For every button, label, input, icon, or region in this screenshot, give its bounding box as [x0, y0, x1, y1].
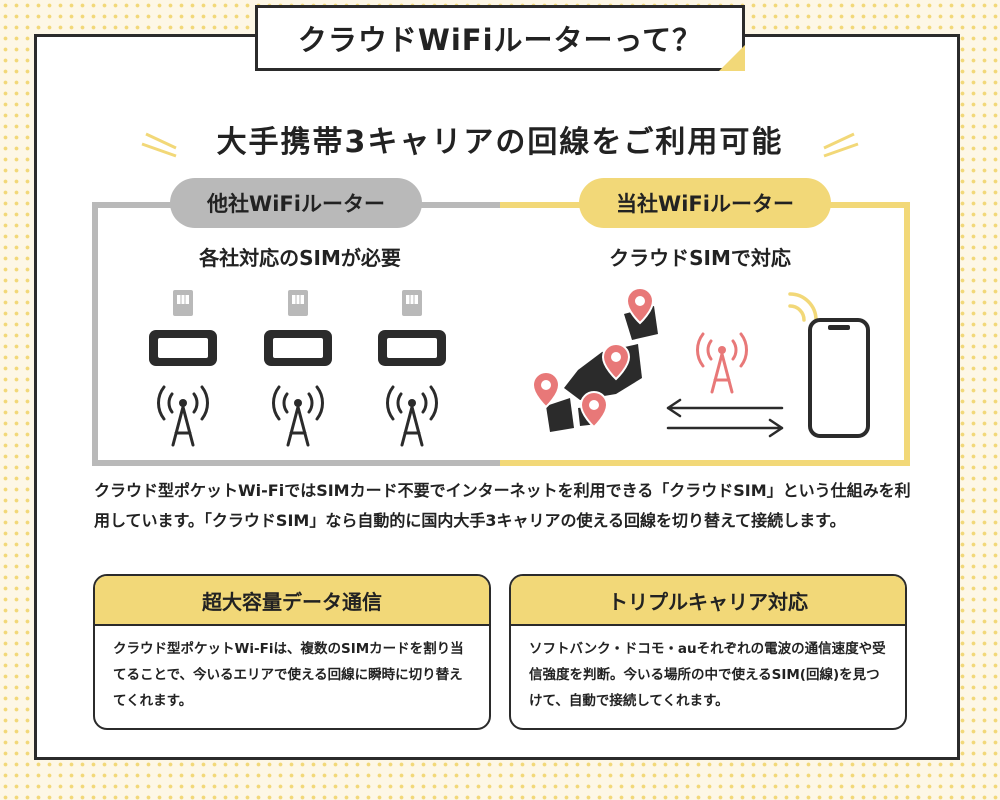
description-text: クラウド型ポケットWi-FiではSIMカード不要でインターネットを利用できる「ク…	[94, 481, 911, 530]
location-pin-icon	[531, 370, 561, 409]
headline-text: 大手携帯3キャリアの回線をご利用可能	[216, 125, 784, 160]
feature-card-data: 超大容量データ通信 クラウド型ポケットWi-Fiは、複数のSIMカードを割り当て…	[93, 574, 491, 730]
other-router-label-text: 他社WiFiルーター	[207, 192, 385, 216]
sim-card-icon	[173, 290, 193, 316]
feature-card-title: 超大容量データ通信	[95, 576, 489, 626]
antenna-tower-icon	[157, 385, 209, 447]
carrier-device-group	[378, 290, 446, 447]
our-router-label: 当社WiFiルーター	[579, 178, 831, 228]
signal-waves-icon	[788, 292, 818, 322]
feature-card-title: トリプルキャリア対応	[511, 576, 905, 626]
location-pin-icon	[579, 390, 609, 429]
headline: 大手携帯3キャリアの回線をご利用可能	[141, 118, 859, 168]
router-icon	[149, 330, 217, 366]
feature-card-body: クラウド型ポケットWi-Fiは、複数のSIMカードを割り当てることで、今いるエリ…	[113, 641, 464, 709]
emphasis-lines-icon	[823, 132, 859, 158]
carrier-device-group	[149, 290, 217, 447]
sim-card-icon	[402, 290, 422, 316]
feature-card-carrier: トリプルキャリア対応 ソフトバンク・ドコモ・auそれぞれの電波の通信速度や受信強…	[509, 574, 907, 730]
page-title-text: クラウドWiFiルーターって？	[297, 23, 703, 57]
other-router-label: 他社WiFiルーター	[170, 178, 422, 228]
feature-card-body: ソフトバンク・ドコモ・auそれぞれの電波の通信速度や受信強度を判断。今いる場所の…	[529, 641, 886, 709]
smartphone-icon	[808, 318, 870, 438]
arrows-icon	[666, 398, 784, 438]
location-pin-icon	[625, 286, 655, 325]
cloud-sim-illustration	[531, 286, 870, 438]
router-icon	[264, 330, 332, 366]
antenna-tower-icon	[386, 385, 438, 447]
our-router-subtitle: クラウドSIMで対応	[609, 246, 791, 270]
other-router-subtitle: 各社対応のSIMが必要	[199, 246, 401, 270]
title-corner-decoration	[719, 45, 745, 71]
carrier-device-group	[264, 290, 332, 447]
location-pin-icon	[601, 342, 631, 381]
router-icon	[378, 330, 446, 366]
antenna-tower-icon	[272, 385, 324, 447]
our-router-label-text: 当社WiFiルーター	[616, 192, 794, 216]
sim-card-icon	[288, 290, 308, 316]
page-title: クラウドWiFiルーターって？	[255, 5, 745, 71]
antenna-tower-icon	[696, 332, 748, 394]
emphasis-lines-icon	[141, 132, 177, 158]
